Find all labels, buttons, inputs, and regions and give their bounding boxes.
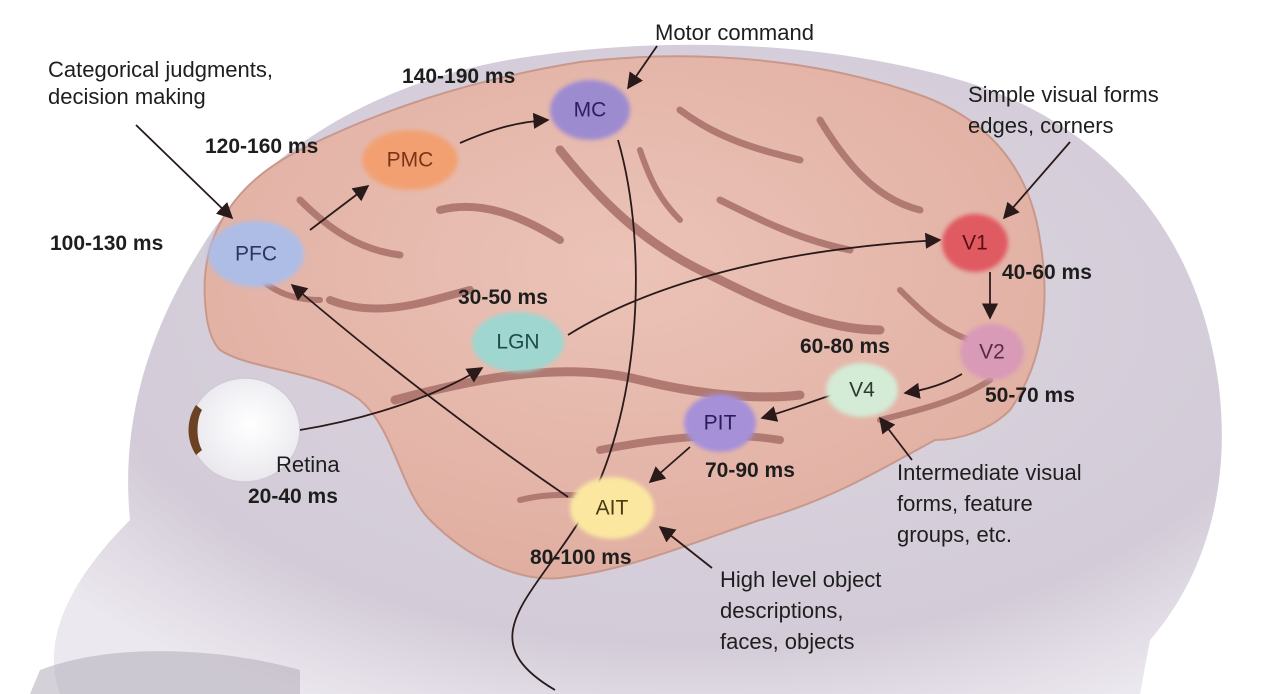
node-mc: MC bbox=[550, 80, 630, 140]
neck-shadow bbox=[30, 651, 300, 694]
node-v2-blob bbox=[960, 324, 1024, 380]
eye bbox=[188, 377, 301, 483]
node-ait-label: AIT bbox=[596, 497, 629, 520]
time-v1: 40-60 ms bbox=[1002, 261, 1092, 284]
arrow-pit-ait bbox=[648, 446, 691, 484]
node-mc-blob bbox=[550, 80, 630, 140]
node-pmc-blob bbox=[362, 130, 458, 190]
annotation-high-line1: High level object bbox=[720, 567, 881, 592]
node-lgn-label: LGN bbox=[496, 331, 539, 354]
arrow-v4-pit bbox=[760, 394, 833, 422]
arrow-categorical bbox=[135, 124, 234, 220]
annotation-simple-line2: edges, corners bbox=[968, 113, 1114, 138]
node-v1: V1 bbox=[942, 214, 1008, 272]
arrow-pfc-pmc bbox=[309, 185, 370, 231]
time-lgn: 30-50 ms bbox=[458, 286, 548, 309]
node-mc-label: MC bbox=[574, 99, 607, 122]
node-pfc-label: PFC bbox=[235, 243, 277, 266]
arrow-retina-lgn bbox=[299, 367, 484, 431]
node-v4-blob bbox=[826, 363, 898, 417]
time-pmc: 120-160 ms bbox=[205, 135, 318, 158]
node-pfc-blob bbox=[208, 221, 304, 287]
connection-arrows bbox=[135, 45, 1071, 569]
node-v1-label: V1 bbox=[962, 232, 988, 255]
node-lgn: LGN bbox=[472, 312, 564, 372]
node-pit-label: PIT bbox=[704, 412, 737, 435]
annotation-intermediate-line3: groups, etc. bbox=[897, 522, 1012, 547]
node-v2-label: V2 bbox=[979, 341, 1005, 364]
node-pmc-label: PMC bbox=[387, 149, 434, 172]
annotation-categorical-line1: Categorical judgments, bbox=[48, 57, 273, 82]
arrow-v2-v4 bbox=[903, 373, 963, 399]
annotation-categorical-line2: decision making bbox=[48, 84, 206, 109]
arrow-intermediate bbox=[879, 416, 913, 461]
time-pfc: 100-130 ms bbox=[50, 232, 163, 255]
node-pfc: PFC bbox=[208, 221, 304, 287]
brain-sulci bbox=[247, 106, 993, 513]
time-mc: 140-190 ms bbox=[402, 65, 515, 88]
annotation-simple-line1: Simple visual forms bbox=[968, 82, 1159, 107]
node-ait-blob bbox=[570, 477, 654, 539]
retina-label: Retina bbox=[276, 452, 340, 477]
time-ait: 80-100 ms bbox=[530, 546, 632, 569]
node-v2: V2 bbox=[960, 324, 1024, 380]
node-pit: PIT bbox=[684, 394, 756, 452]
annotation-high-line2: descriptions, bbox=[720, 598, 844, 623]
arrow-ait-pfc bbox=[290, 283, 569, 498]
node-pit-blob bbox=[684, 394, 756, 452]
node-pmc: PMC bbox=[362, 130, 458, 190]
time-v2: 50-70 ms bbox=[985, 384, 1075, 407]
time-v4: 60-80 ms bbox=[800, 335, 890, 358]
annotation-high-line3: faces, objects bbox=[720, 629, 855, 654]
arrow-simple-forms bbox=[1002, 141, 1071, 220]
node-v4: V4 bbox=[826, 363, 898, 417]
arrow-pmc-mc bbox=[459, 112, 550, 144]
node-v4-label: V4 bbox=[849, 379, 875, 402]
annotation-intermediate-line2: forms, feature bbox=[897, 491, 1033, 516]
arrow-high-level bbox=[658, 525, 713, 569]
annotation-intermediate-line1: Intermediate visual bbox=[897, 460, 1082, 485]
node-v1-blob bbox=[942, 214, 1008, 272]
time-pit: 70-90 ms bbox=[705, 459, 795, 482]
time-retina: 20-40 ms bbox=[248, 485, 338, 508]
annotation-motor-command: Motor command bbox=[655, 20, 814, 45]
node-ait: AIT bbox=[570, 477, 654, 539]
arrow-lgn-v1 bbox=[567, 232, 942, 336]
arrow-motor-command bbox=[627, 45, 658, 90]
node-lgn-blob bbox=[472, 312, 564, 372]
